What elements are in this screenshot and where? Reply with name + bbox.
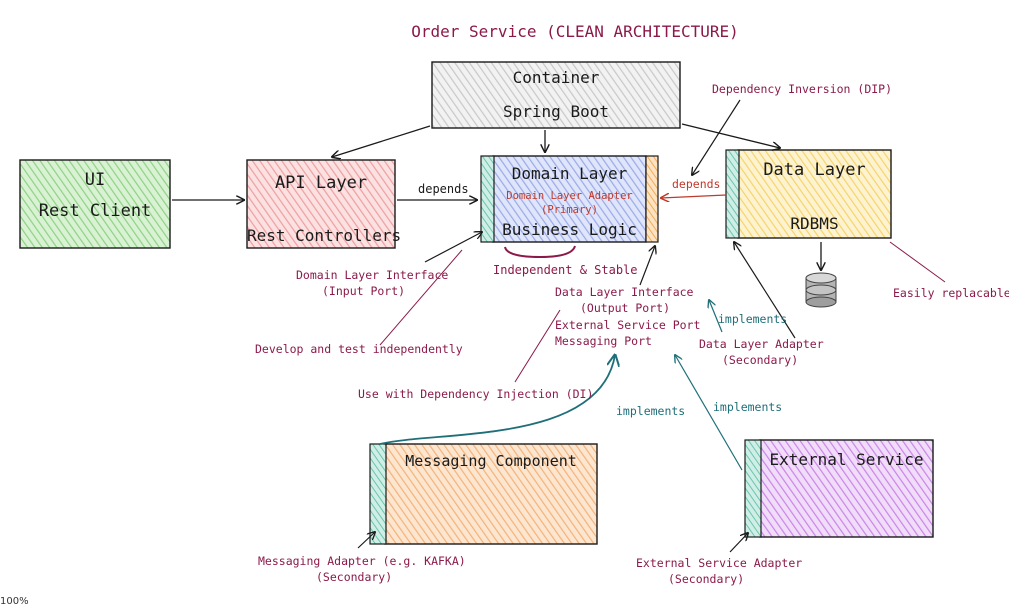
line-easily bbox=[889, 241, 946, 283]
domain-input-port bbox=[480, 155, 495, 243]
database-icon bbox=[805, 272, 837, 308]
messaging-adapter-sublabel: (Secondary) bbox=[316, 570, 393, 584]
domain-adapter-sublabel: (Primary) bbox=[541, 204, 598, 216]
api-label: API Layer bbox=[274, 173, 368, 193]
diagram-title: Order Service (CLEAN ARCHITECTURE) bbox=[411, 22, 739, 41]
external-adapter-label: External Service Adapter bbox=[636, 556, 803, 570]
depends-data-label: depends bbox=[672, 177, 721, 191]
domain-label: Domain Layer bbox=[511, 164, 628, 183]
ports-data-interface: Data Layer Interface bbox=[555, 285, 694, 299]
ui-box bbox=[19, 159, 171, 249]
arrow-msg-adapter bbox=[357, 532, 375, 549]
external-box bbox=[759, 439, 934, 538]
dip-label: Dependency Inversion (DIP) bbox=[712, 82, 893, 96]
data-label: Data Layer bbox=[763, 160, 866, 180]
di-label: Use with Dependency Injection (DI) bbox=[358, 387, 594, 401]
api-box bbox=[246, 159, 396, 249]
messaging-adapter-bar bbox=[369, 443, 387, 545]
arrow-container-to-data bbox=[681, 123, 780, 148]
container-label: Container bbox=[512, 68, 600, 87]
arrow-dip bbox=[692, 99, 741, 175]
messaging-label: Messaging Component bbox=[405, 452, 577, 470]
easily-replaceable-label: Easily replacable bbox=[893, 286, 1009, 300]
arrow-ext-implements bbox=[675, 355, 743, 471]
data-adapter-bar bbox=[725, 149, 740, 239]
external-adapter-sublabel: (Secondary) bbox=[668, 572, 745, 586]
implements-data-label: implements bbox=[718, 312, 788, 326]
independent-label: Independent & Stable bbox=[493, 263, 638, 277]
external-adapter-bar bbox=[744, 439, 762, 538]
implements-messaging-label: implements bbox=[616, 404, 686, 418]
external-label: External Service bbox=[769, 450, 924, 469]
arrow-msg-implements bbox=[379, 355, 615, 445]
brace-independent bbox=[504, 245, 576, 259]
domain-interface-label: Domain Layer Interface bbox=[296, 268, 449, 282]
line-develop bbox=[379, 249, 463, 346]
container-sublabel: Spring Boot bbox=[503, 102, 609, 121]
arrow-domain-interface bbox=[424, 232, 482, 263]
arrow-data-depends-domain bbox=[661, 195, 727, 198]
messaging-box bbox=[384, 443, 598, 545]
ports-external-service: External Service Port bbox=[555, 318, 701, 332]
arrow-container-to-api bbox=[332, 125, 431, 157]
arrow-ports-to-domain bbox=[639, 246, 655, 286]
data-adapter-label: Data Layer Adapter bbox=[699, 337, 824, 351]
domain-output-port bbox=[645, 155, 659, 243]
ports-messaging: Messaging Port bbox=[555, 334, 652, 348]
depends-api-label: depends bbox=[418, 182, 469, 196]
domain-interface-sublabel: (Input Port) bbox=[322, 284, 406, 298]
develop-label: Develop and test independently bbox=[255, 342, 463, 356]
zoom-level[interactable]: 100% bbox=[0, 596, 29, 607]
data-adapter-sublabel: (Secondary) bbox=[722, 353, 799, 367]
arrow-data-adapter bbox=[734, 242, 796, 339]
ui-label: UI bbox=[84, 170, 106, 190]
api-sublabel: Rest Controllers bbox=[247, 226, 402, 245]
ports-output-port: (Output Port) bbox=[580, 301, 671, 315]
implements-external-label: implements bbox=[713, 400, 783, 414]
ui-sublabel: Rest Client bbox=[38, 201, 152, 221]
domain-adapter-label: Domain Layer Adapter bbox=[506, 190, 633, 202]
arrow-ext-adapter bbox=[729, 533, 748, 553]
data-sublabel: RDBMS bbox=[790, 214, 839, 233]
line-di bbox=[514, 309, 561, 383]
container-box bbox=[431, 61, 681, 129]
domain-sublabel: Business Logic bbox=[502, 220, 637, 239]
messaging-adapter-label: Messaging Adapter (e.g. KAFKA) bbox=[258, 554, 466, 568]
domain-box bbox=[492, 155, 647, 243]
data-box bbox=[737, 149, 892, 239]
arrow-data-implements bbox=[709, 300, 723, 333]
